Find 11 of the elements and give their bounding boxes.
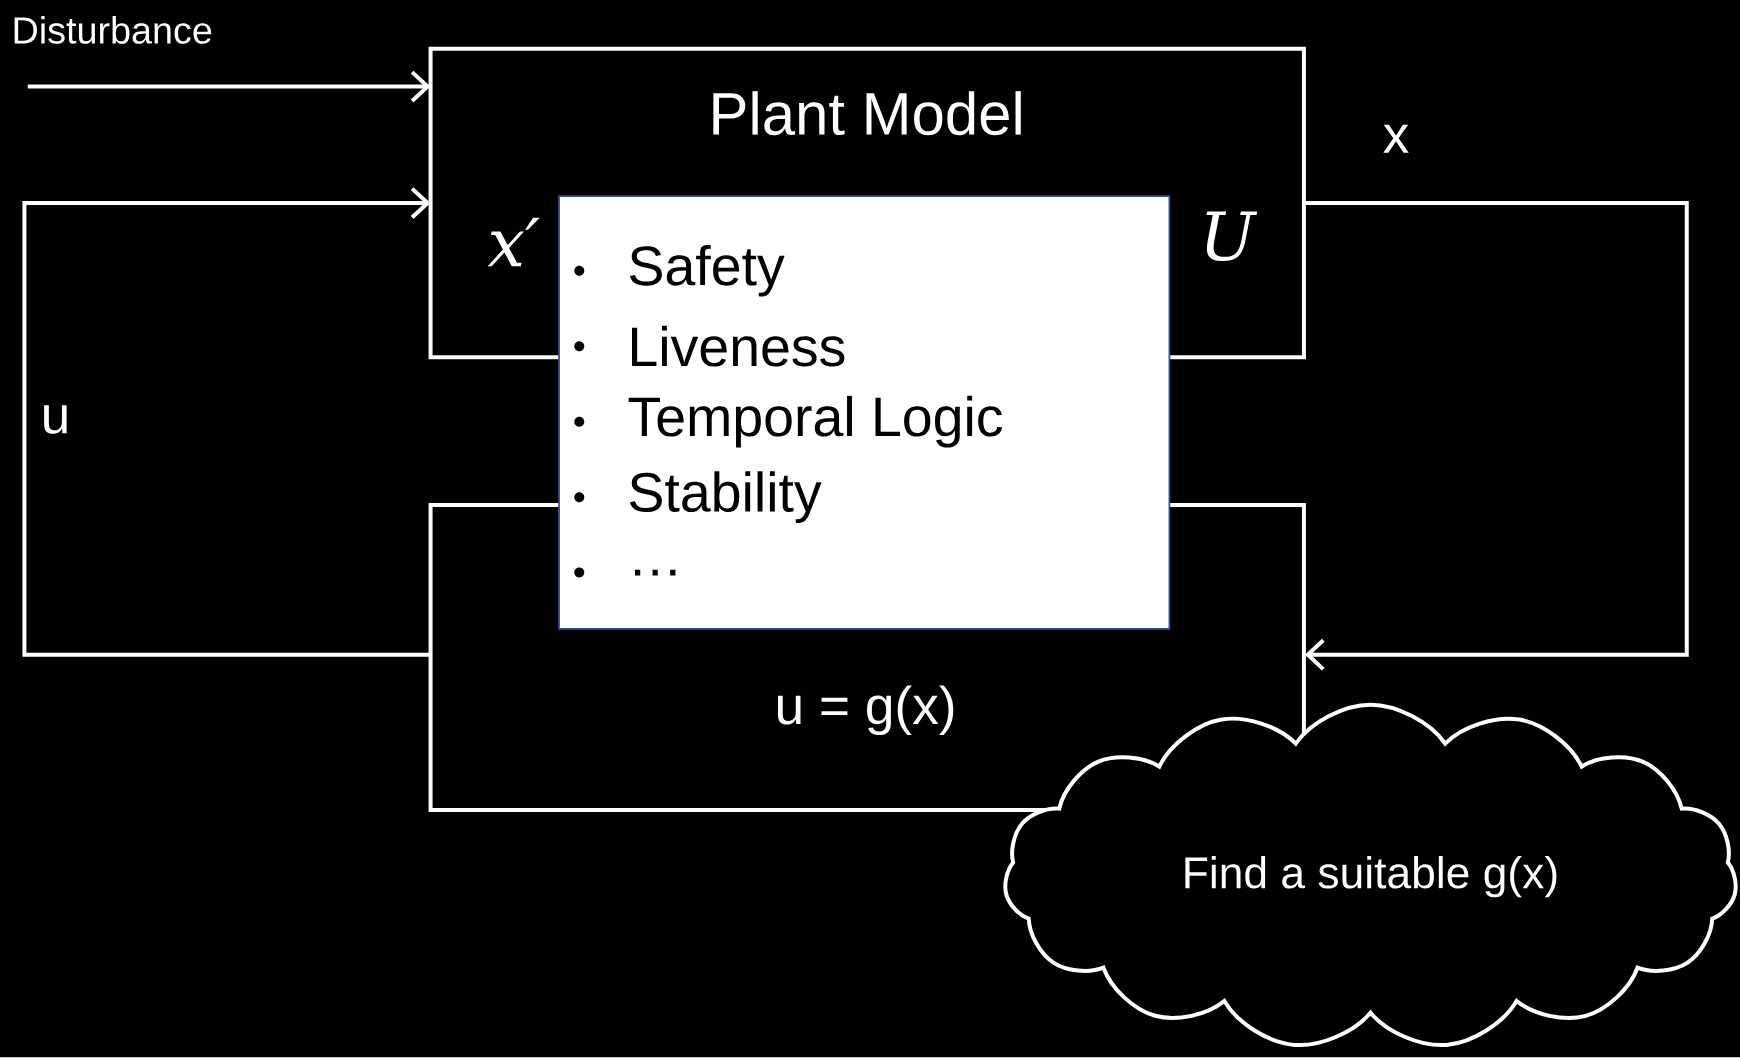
disturbance-label: Disturbance	[14, 16, 212, 45]
arrow	[27, 70, 431, 103]
node-label: Find a suitable g(x)	[1185, 856, 1557, 898]
bullet-list-box: Safety Liveness Temporal Logic Stability …	[558, 195, 1171, 631]
arrow	[22, 187, 431, 657]
variable-symbol: x′	[487, 217, 540, 267]
edge-label: u	[38, 403, 73, 437]
variable-symbol: U	[1206, 211, 1258, 262]
thought-cloud: Find a suitable g(x)	[1003, 702, 1738, 1048]
edge-label: x	[1380, 122, 1412, 156]
arrow	[1304, 201, 1689, 671]
